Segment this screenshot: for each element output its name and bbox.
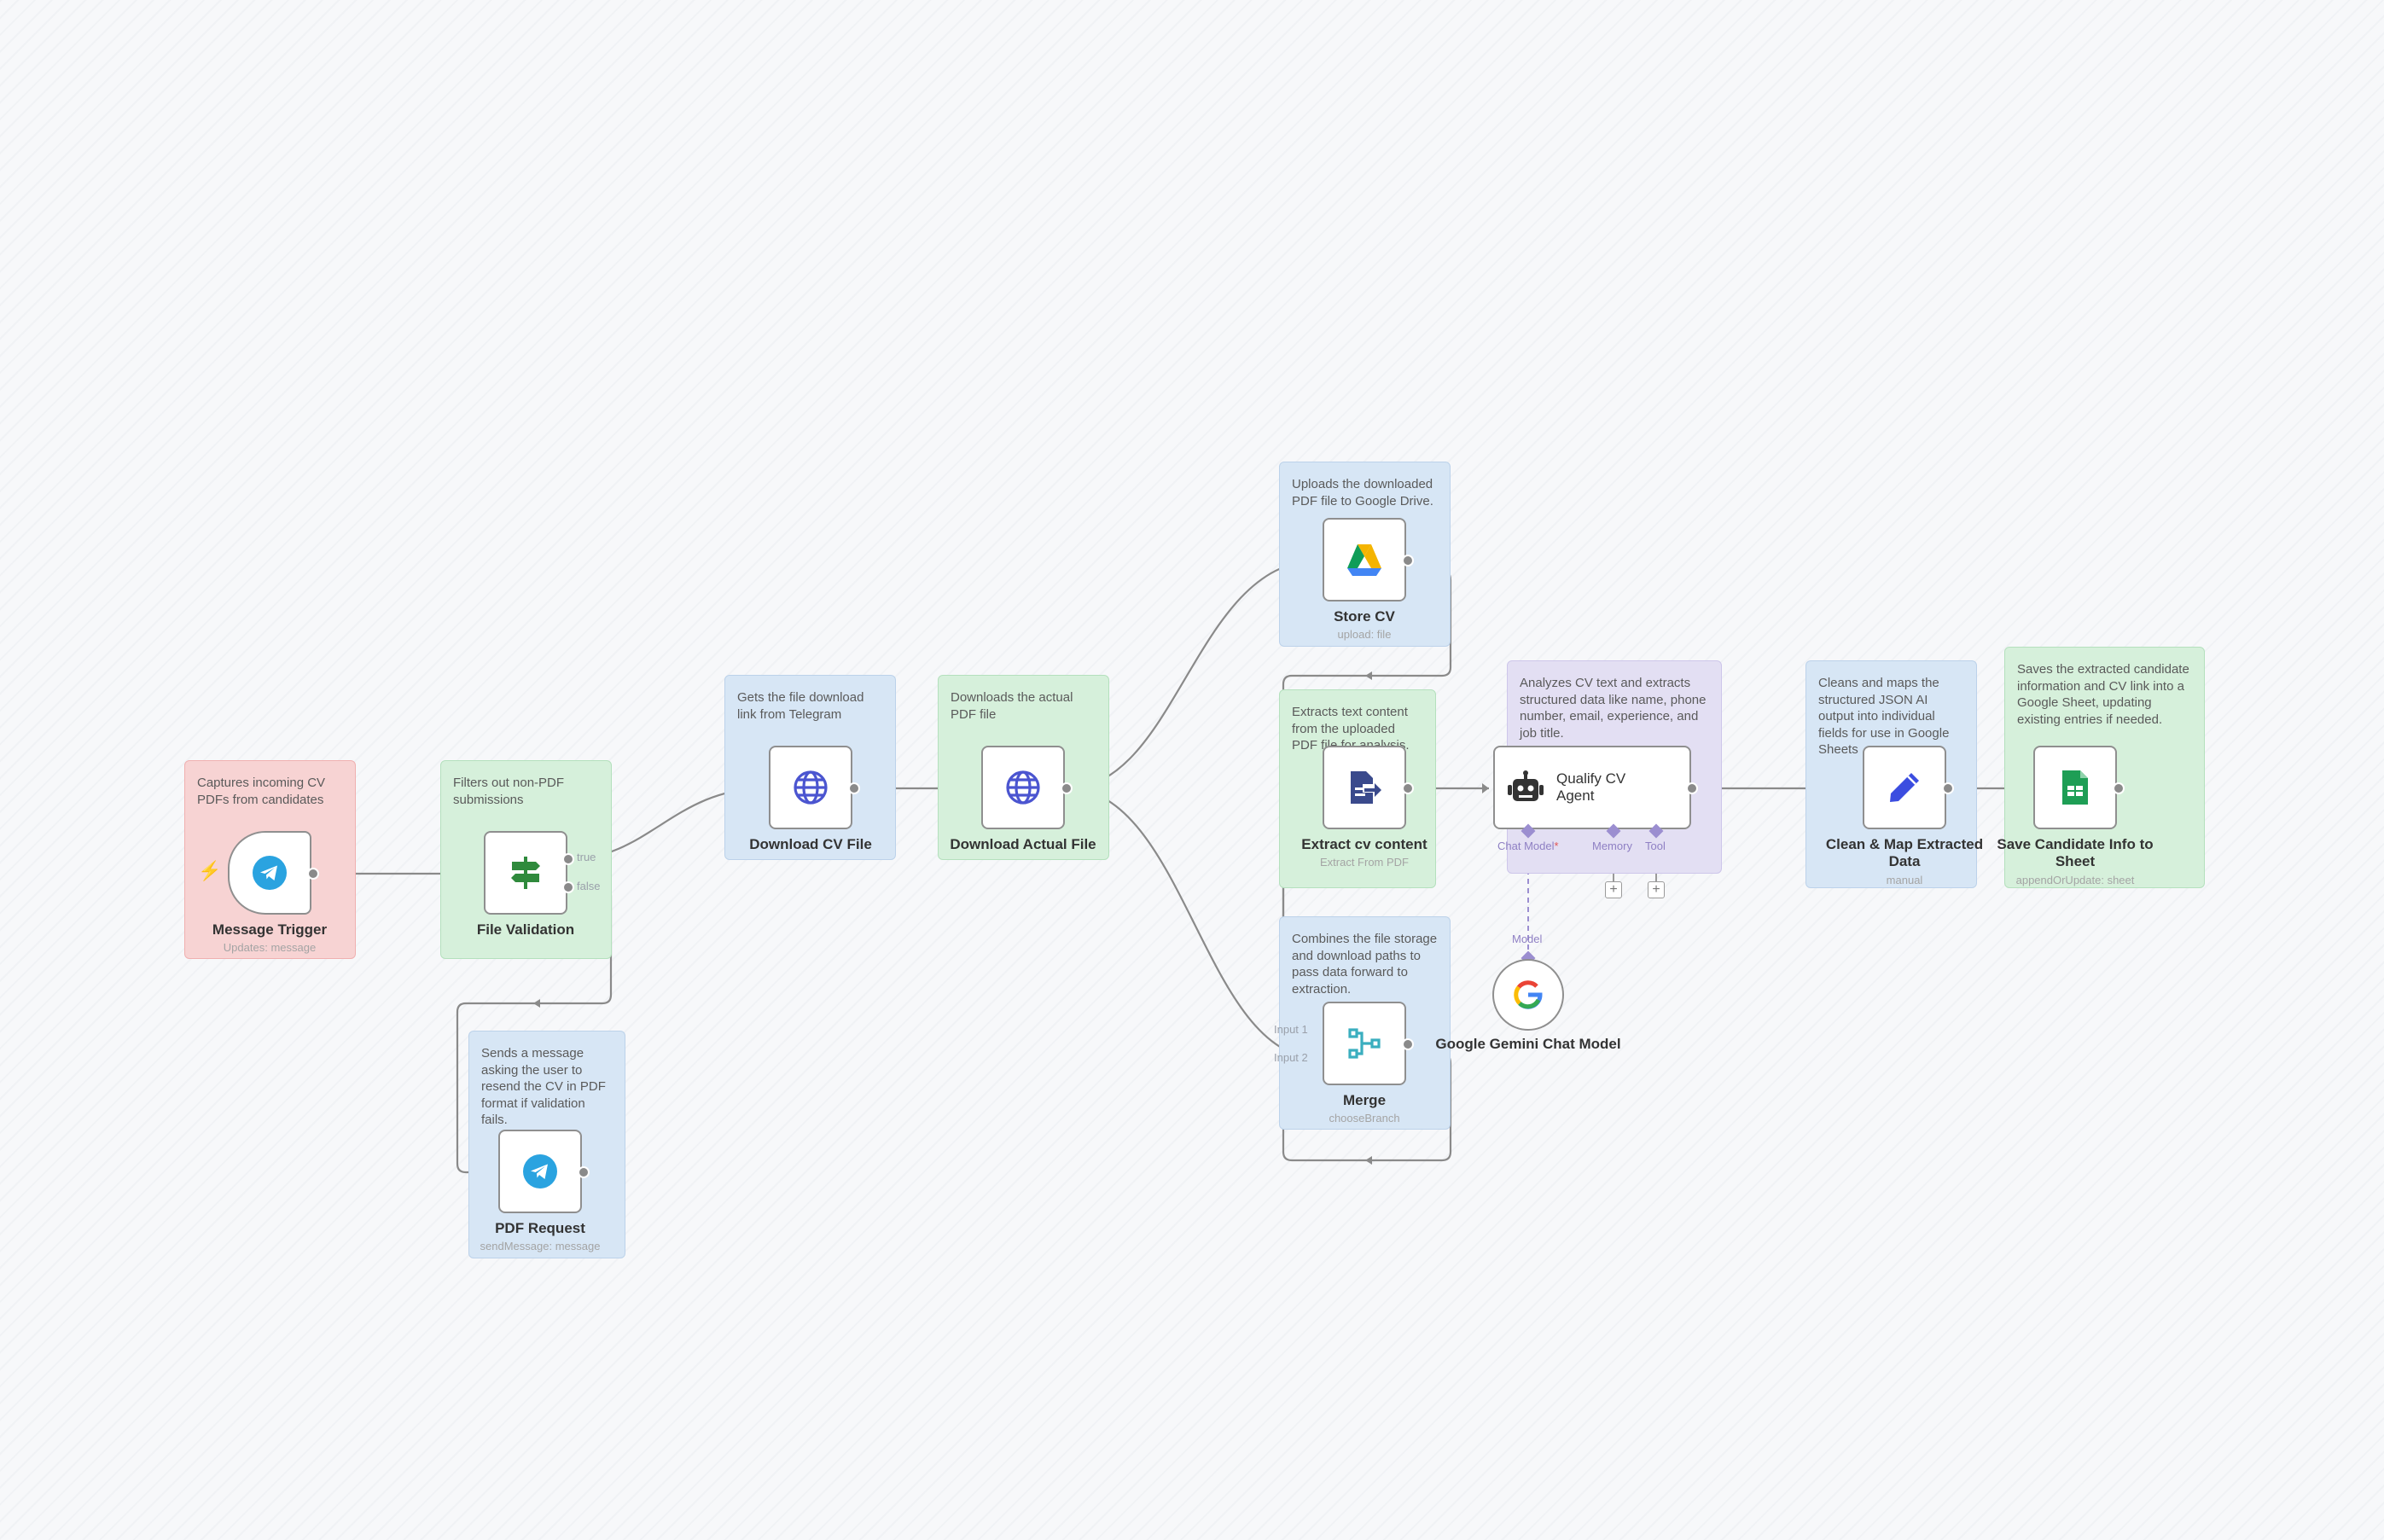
add-tool-button[interactable]: + xyxy=(1648,881,1665,898)
node-label: Clean & Map Extracted Data xyxy=(1825,836,1984,869)
node-label: Merge xyxy=(1342,1092,1387,1108)
node-label: Message Trigger xyxy=(212,921,328,938)
sticky-note-text: Downloads the actual PDF file xyxy=(951,690,1073,722)
sticky-note-resend[interactable]: Sends a message asking the user to resen… xyxy=(468,1031,625,1258)
google-drive-icon xyxy=(1347,544,1381,576)
output-handle[interactable] xyxy=(578,1166,590,1178)
sticky-note-text: Captures incoming CV PDFs from candidate… xyxy=(197,776,326,807)
node-label: Download CV File xyxy=(749,836,872,852)
node-merge[interactable] xyxy=(1323,1002,1406,1085)
node-label: Download Actual File xyxy=(950,836,1096,852)
node-save-candidate-info[interactable] xyxy=(2033,746,2117,829)
pencil-icon xyxy=(1890,773,1919,802)
node-label: Extract cv content xyxy=(1301,836,1427,852)
chat-model-tag: Chat Model* xyxy=(1497,840,1559,852)
output-handle[interactable] xyxy=(1402,782,1414,794)
tool-tag: Tool xyxy=(1645,840,1666,852)
sticky-note-text: Filters out non-PDF submissions xyxy=(453,776,565,807)
memory-tag: Memory xyxy=(1592,840,1632,852)
globe-icon xyxy=(1006,770,1040,805)
node-label: File Validation xyxy=(476,921,575,938)
node-store-cv[interactable] xyxy=(1323,518,1406,601)
chat-model-tag-text: Chat Model xyxy=(1497,840,1555,852)
node-subtitle: Updates: message xyxy=(223,941,317,954)
output-handle[interactable] xyxy=(1942,782,1954,794)
node-extract-cv-content[interactable] xyxy=(1323,746,1406,829)
output-handle[interactable] xyxy=(2113,782,2125,794)
node-subtitle: upload: file xyxy=(1337,628,1392,641)
output-handle[interactable] xyxy=(1402,1038,1414,1050)
output-handle[interactable] xyxy=(1402,555,1414,567)
telegram-icon xyxy=(253,856,287,890)
required-marker: * xyxy=(1554,840,1559,852)
globe-icon xyxy=(794,770,828,805)
sticky-note-text: Gets the file download link from Telegra… xyxy=(737,690,864,722)
output-handle[interactable] xyxy=(1061,782,1073,794)
trigger-lightning-icon: ⚡ xyxy=(198,860,222,881)
node-label: Save Candidate Info to Sheet xyxy=(1997,836,2154,869)
node-qualify-cv-agent[interactable]: Qualify CV Agent xyxy=(1493,746,1691,829)
node-label: PDF Request xyxy=(495,1220,585,1236)
node-subtitle: Extract From PDF xyxy=(1319,856,1409,869)
node-file-validation[interactable] xyxy=(484,831,567,915)
node-label: Google Gemini Chat Model xyxy=(1435,1036,1621,1052)
robot-icon xyxy=(1508,770,1544,801)
sticky-note-text: Extracts text content from the uploaded … xyxy=(1292,705,1410,753)
input-label-2: Input 2 xyxy=(1274,1051,1308,1064)
sticky-note-text: Saves the extracted candidate informatio… xyxy=(2017,662,2189,727)
google-sheets-icon xyxy=(2062,770,2088,805)
merge-branches-icon xyxy=(1348,1028,1381,1059)
node-pdf-request[interactable] xyxy=(498,1130,582,1213)
node-label: Store CV xyxy=(1334,608,1395,625)
input-label-1: Input 1 xyxy=(1274,1023,1308,1036)
node-download-actual-file[interactable] xyxy=(981,746,1065,829)
node-label: Qualify CV Agent xyxy=(1556,770,1626,804)
model-tag: Model xyxy=(1512,933,1543,945)
node-subtitle: sendMessage: message xyxy=(480,1240,601,1252)
output-handle-true[interactable] xyxy=(562,853,574,865)
output-handle[interactable] xyxy=(848,782,860,794)
add-memory-button[interactable]: + xyxy=(1605,881,1622,898)
output-label-true: true xyxy=(577,851,596,863)
sticky-note-text: Cleans and maps the structured JSON AI o… xyxy=(1818,676,1950,757)
node-subtitle: appendOrUpdate: sheet xyxy=(2015,874,2135,886)
node-subtitle: manual xyxy=(1886,874,1923,886)
node-message-trigger[interactable] xyxy=(228,831,311,915)
output-handle-false[interactable] xyxy=(562,881,574,893)
output-handle[interactable] xyxy=(307,868,319,880)
file-export-icon xyxy=(1351,771,1381,804)
node-google-gemini-chat-model[interactable] xyxy=(1492,959,1564,1031)
telegram-icon xyxy=(523,1154,557,1188)
node-clean-map-extracted-data[interactable] xyxy=(1863,746,1946,829)
node-subtitle: chooseBranch xyxy=(1329,1112,1400,1124)
sticky-note-text: Analyzes CV text and extracts structured… xyxy=(1520,676,1707,741)
output-label-false: false xyxy=(577,880,601,892)
google-g-icon xyxy=(1514,980,1543,1009)
sticky-note-text: Uploads the downloaded PDF file to Googl… xyxy=(1292,477,1433,508)
sticky-note-combine[interactable]: Combines the file storage and download p… xyxy=(1279,916,1451,1130)
sticky-note-text: Combines the file storage and download p… xyxy=(1292,932,1438,997)
sticky-note-text: Sends a message asking the user to resen… xyxy=(481,1046,606,1127)
node-download-cv-file[interactable] xyxy=(769,746,852,829)
output-handle[interactable] xyxy=(1686,782,1698,794)
signpost-icon xyxy=(511,857,540,889)
